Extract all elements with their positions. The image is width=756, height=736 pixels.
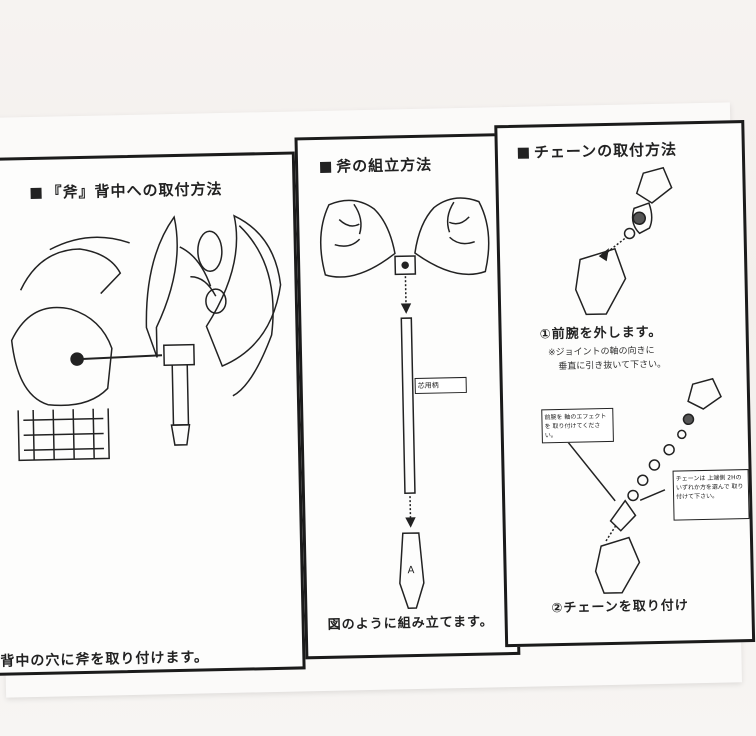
panel-axe-back-mount: 『斧』背中への取付方法 (0, 151, 306, 676)
part-label-box: 芯用柄 (414, 376, 467, 395)
callout-box-b: チェーンは 上端側 2Hの いずれか方を選んで 取り付けて下さい。 (672, 469, 750, 521)
square-bullet-icon (517, 147, 529, 159)
square-bullet-icon (30, 187, 42, 200)
figure-forearm-removal-illustration (574, 166, 673, 316)
panel-chain-mount: チェーンの取付方法 ①前腕を外します。 ※ジョイントの軸の向きに 垂直に引き抜い… (494, 120, 756, 648)
square-bullet-icon (320, 161, 332, 173)
svg-text:A: A (407, 565, 414, 576)
step1-note-line2: 垂直に引き抜いて下さい。 (558, 359, 667, 373)
panel-title: 『斧』背中への取付方法 (30, 178, 223, 203)
panel-caption: 図のように組み立てます。 (327, 614, 494, 633)
panel-caption: 背中の穴に斧を取り付けます。 (0, 649, 210, 670)
figure-chain-attach-illustration (563, 377, 722, 594)
panel-axe-assembly: 斧の組立方法 A 芯用柄 図のように組み立てます。 (294, 132, 521, 660)
step1-text: ①前腕を外します。 (539, 324, 663, 343)
step2-text: ②チェーンを取り付け (551, 598, 689, 617)
panel-title: 斧の組立方法 (320, 154, 432, 177)
callout-box-a: 前腕を 軸のエフェクトを 取り付けてください。 (541, 407, 614, 444)
panel-title: チェーンの取付方法 (517, 138, 678, 162)
step1-note-line1: ※ジョイントの軸の向きに (547, 345, 655, 359)
figure-back-axe-illustration (10, 214, 282, 462)
figure-axe-assembly-illustration: A (319, 197, 490, 609)
instruction-sheet: 『斧』背中への取付方法 (0, 102, 756, 698)
